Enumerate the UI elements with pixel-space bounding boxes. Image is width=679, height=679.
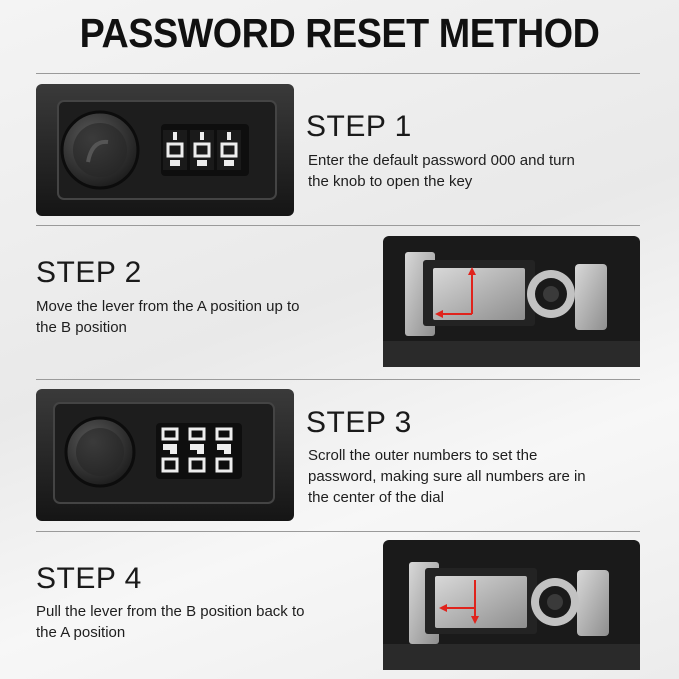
step3-desc-line: password, making sure all numbers are in — [308, 468, 586, 485]
step3-desc-line: the center of the dial — [308, 489, 444, 506]
step2-description: Move the lever from the A position up to… — [36, 296, 299, 338]
divider — [36, 73, 640, 74]
step4-description: Pull the lever from the B position back … — [36, 601, 304, 643]
step4-title: STEP 4 — [36, 562, 142, 595]
divider — [36, 225, 640, 226]
divider — [36, 379, 640, 380]
step3-description: Scroll the outer numbers to set the pass… — [308, 445, 586, 508]
divider — [36, 531, 640, 532]
step3-title: STEP 3 — [306, 406, 412, 439]
step4-lever-photo — [383, 540, 640, 670]
step4-desc-line: the A position — [36, 624, 126, 641]
step1-description: Enter the default password 000 and turn … — [308, 150, 575, 192]
step1-desc-line: Enter the default password 000 and turn — [308, 152, 575, 169]
step1-desc-line: the knob to open the key — [308, 173, 473, 190]
step1-lock-panel-photo — [36, 84, 294, 216]
step2-desc-line: the B position — [36, 319, 127, 336]
step2-lever-photo — [383, 236, 640, 367]
step4-desc-line: Pull the lever from the B position back … — [36, 603, 305, 620]
step2-desc-line: Move the lever from the A position up to — [36, 298, 300, 315]
step3-desc-line: Scroll the outer numbers to set the — [308, 447, 538, 464]
page-title: PASSWORD RESET METHOD — [79, 10, 600, 56]
step2-title: STEP 2 — [36, 256, 142, 289]
step1-title: STEP 1 — [306, 110, 412, 143]
step3-lock-panel-photo — [36, 389, 294, 521]
